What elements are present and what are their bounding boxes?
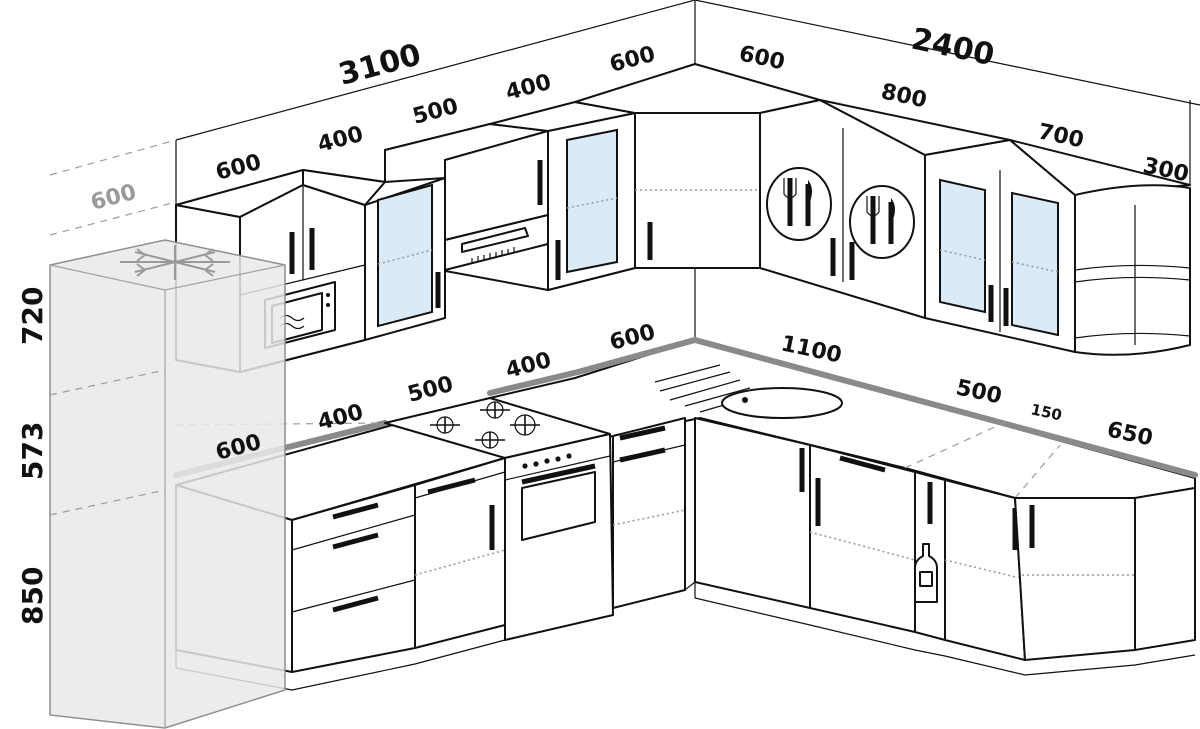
snowflake-icon xyxy=(120,245,230,280)
dimension-base-right-2: 500 xyxy=(954,375,1004,409)
dimension-base-right-3: 150 xyxy=(1029,400,1063,424)
dimension-upper-left-4: 400 xyxy=(503,70,554,106)
dimension-upper-right-2: 800 xyxy=(879,79,929,113)
oven-icon xyxy=(504,433,614,641)
dimension-base-right-4: 650 xyxy=(1105,417,1155,451)
dimension-right-total: 2400 xyxy=(908,22,997,74)
countertop xyxy=(173,336,1198,521)
fridge xyxy=(49,239,286,729)
cutlery-plate-icon xyxy=(766,167,832,241)
dishwasher-cabinet xyxy=(809,444,916,633)
cutlery-plate-icon xyxy=(849,185,915,259)
range-hood-icon xyxy=(444,214,549,271)
dimension-upper-left-2: 400 xyxy=(315,122,366,158)
dimension-upper-left-5: 600 xyxy=(607,42,658,78)
height-base: 850 xyxy=(16,567,49,625)
base-cabinet-400 xyxy=(612,417,686,609)
height-gap: 573 xyxy=(16,422,49,480)
dimension-base-left-3: 500 xyxy=(405,372,456,408)
upper-cabinets-right xyxy=(759,99,1191,356)
open-shelf-300 xyxy=(1074,184,1191,356)
height-upper: 720 xyxy=(16,287,49,345)
dimension-fridge-width: 600 xyxy=(88,180,139,216)
bottle-icon xyxy=(914,543,938,603)
base-cabinets-right xyxy=(694,417,1196,676)
dimension-upper-left-1: 600 xyxy=(213,150,264,186)
dimension-upper-left-3: 500 xyxy=(410,94,461,130)
base-cabinet-500 xyxy=(414,457,506,649)
dimension-upper-right-1: 600 xyxy=(737,41,787,75)
sink-icon xyxy=(654,364,843,419)
